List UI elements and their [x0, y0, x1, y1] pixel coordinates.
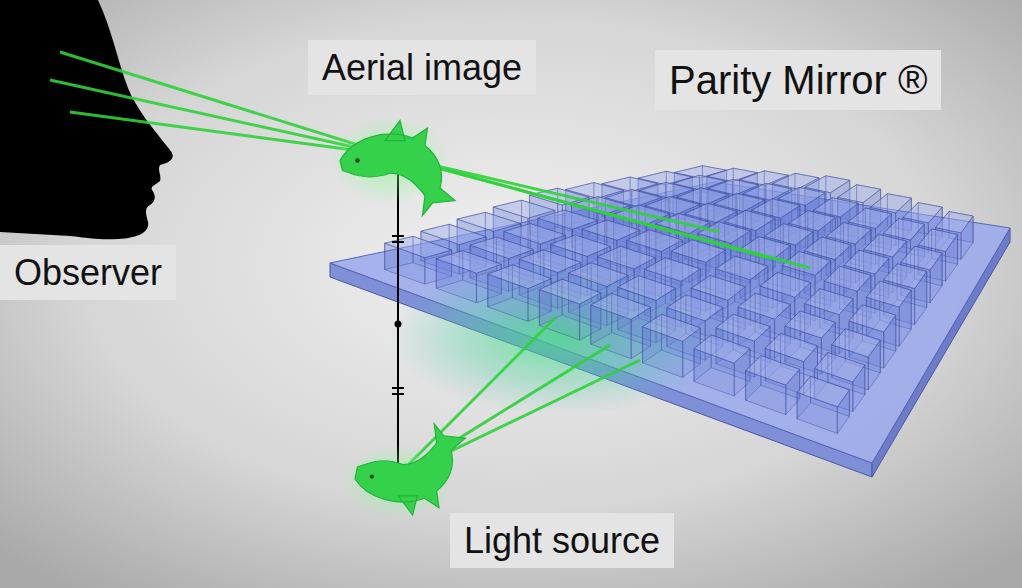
mirror-cube [797, 376, 849, 433]
label-box: Light source [450, 513, 674, 568]
symmetry-axis [392, 158, 404, 478]
mirror-cubes [385, 166, 973, 434]
label-box: Aerial image [308, 40, 536, 95]
mirror-cube [746, 356, 800, 415]
mirror-cube [694, 335, 750, 396]
label-text: Aerial image [322, 46, 522, 89]
parity-mirror [330, 182, 1010, 477]
label-text: Observer [14, 251, 162, 294]
label-box: Parity Mirror ® [655, 50, 941, 110]
label-box: Observer [0, 245, 176, 300]
mirror-cube [643, 314, 701, 377]
mirror-cube [591, 294, 651, 359]
light-glow [390, 255, 730, 415]
plate-top [330, 182, 1010, 463]
label-text: Light source [464, 519, 660, 562]
label-text: Parity Mirror ® [669, 56, 927, 104]
source-dolphin [355, 424, 465, 515]
observer-silhouette [0, 0, 173, 239]
aerial-dolphin [340, 121, 455, 216]
